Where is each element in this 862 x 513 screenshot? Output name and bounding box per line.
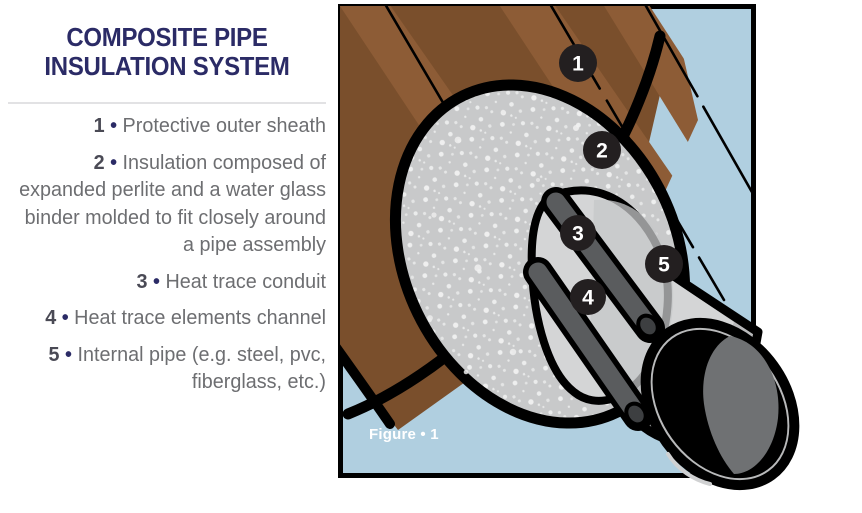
page-title-line-1: COMPOSITE PIPE (66, 24, 268, 52)
title-divider (8, 102, 326, 104)
legend-item-3-number: 3 (136, 269, 148, 293)
legend-item-2-label: Insulation composed of expanded perlite … (19, 150, 326, 257)
legend-item-2-separator: • (110, 150, 118, 174)
legend-item-3: 3 • Heat trace conduit (15, 268, 326, 296)
legend-item-4-separator: • (61, 306, 69, 329)
legend-item-1: 1 • Protective outer sheath (15, 112, 326, 140)
legend-item-1-label: Protective outer sheath (122, 114, 326, 137)
figure-panel: Figure • 1 (338, 4, 756, 478)
legend-item-2-number: 2 (93, 150, 105, 174)
legend-item-1-separator: • (110, 114, 118, 137)
legend-list: 1 • Protective outer sheath 2 • Insulati… (4, 112, 326, 405)
legend-item-3-separator: • (153, 269, 160, 293)
legend-item-1-number: 1 (93, 114, 105, 137)
legend-item-5-number: 5 (48, 342, 60, 366)
legend-item-2: 2 • Insulation composed of expanded perl… (15, 149, 326, 259)
legend-item-4-number: 4 (45, 306, 57, 329)
page-title: COMPOSITE PIPE INSULATION SYSTEM (18, 24, 317, 82)
figure-caption: Figure • 1 (369, 426, 439, 443)
legend-panel: COMPOSITE PIPE INSULATION SYSTEM 1 • Pro… (0, 0, 332, 513)
legend-item-5: 5 • Internal pipe (e.g. steel, pvc, fibe… (15, 341, 326, 396)
legend-item-5-separator: • (65, 342, 72, 366)
legend-item-4-label: Heat trace elements channel (74, 306, 326, 329)
page-title-line-2: INSULATION SYSTEM (44, 53, 290, 81)
legend-item-5-label: Internal pipe (e.g. steel, pvc, fibergla… (77, 342, 326, 394)
legend-item-4: 4 • Heat trace elements channel (15, 304, 326, 332)
legend-item-3-label: Heat trace conduit (165, 269, 326, 293)
